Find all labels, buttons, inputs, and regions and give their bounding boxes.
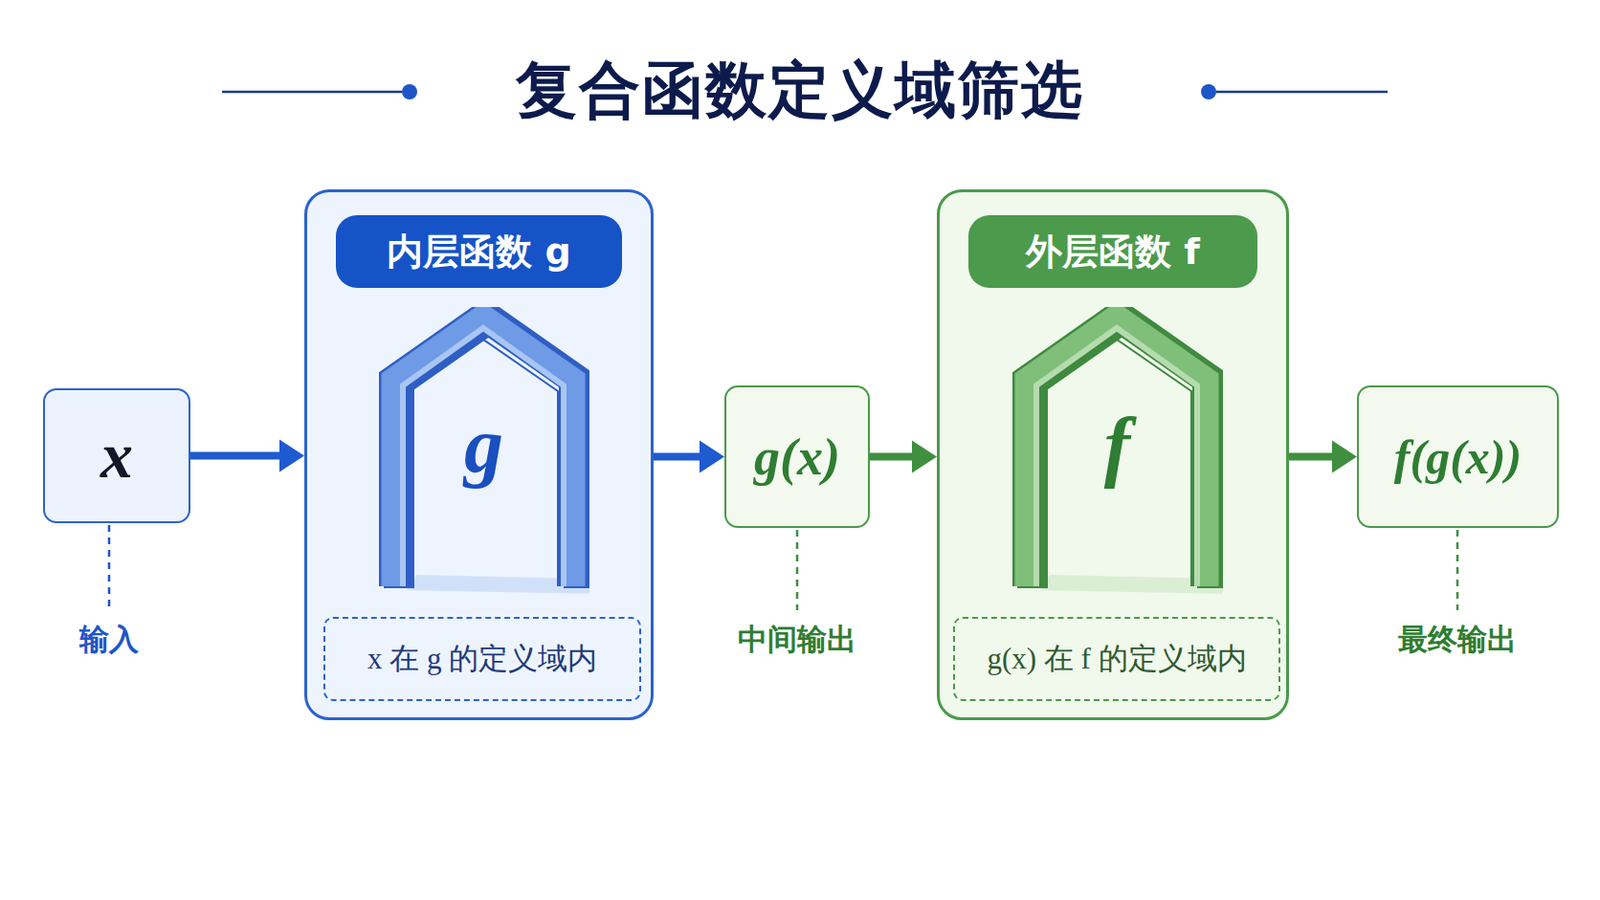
value-box: g(x) bbox=[724, 385, 870, 529]
panel-heading-pill: 内层函数 g bbox=[335, 215, 623, 289]
function-panel: 内层函数 g g x 在 g 的定义域内 bbox=[304, 189, 654, 721]
panel-heading-pill: 外层函数 f bbox=[968, 215, 1258, 289]
flow-arrow bbox=[1288, 441, 1357, 474]
arrow-head bbox=[699, 441, 725, 474]
title-dot bbox=[401, 84, 418, 100]
arrow-head bbox=[279, 440, 305, 473]
arrow-shaft bbox=[190, 452, 280, 461]
value-box: x bbox=[43, 388, 191, 524]
arrow-shaft bbox=[1288, 453, 1333, 462]
output-label: 最终输出 bbox=[1313, 620, 1600, 661]
math-expression: f(g(x)) bbox=[1394, 429, 1522, 486]
arrow-head bbox=[911, 441, 937, 474]
flow-arrow bbox=[869, 441, 937, 474]
flow-arrow bbox=[653, 441, 725, 474]
function-symbol: g bbox=[377, 398, 590, 494]
domain-condition-box: g(x) 在 f 的定义域内 bbox=[953, 617, 1281, 702]
function-symbol: f bbox=[1011, 398, 1223, 494]
output-label: 中间输出 bbox=[653, 620, 941, 661]
leader-line bbox=[108, 525, 112, 611]
title-dot bbox=[1200, 84, 1217, 100]
diagram-title: 复合函数定义域筛选 bbox=[0, 47, 1600, 133]
domain-condition-box: x 在 g 的定义域内 bbox=[323, 617, 642, 702]
flow-arrow bbox=[190, 440, 305, 473]
function-panel: 外层函数 f f g(x) 在 f 的定义域内 bbox=[936, 189, 1289, 721]
title-rule bbox=[1216, 90, 1388, 94]
arrow-head bbox=[1332, 441, 1357, 474]
function-gate: g bbox=[377, 307, 590, 595]
math-expression: x bbox=[100, 418, 134, 494]
domain-condition: x 在 g 的定义域内 bbox=[367, 639, 598, 680]
title-rule bbox=[222, 90, 402, 94]
value-box: f(g(x)) bbox=[1356, 385, 1559, 529]
leader-line bbox=[796, 530, 800, 611]
arrow-shaft bbox=[869, 453, 912, 462]
output-label: 输入 bbox=[0, 620, 253, 661]
domain-condition: g(x) 在 f 的定义域内 bbox=[986, 639, 1246, 680]
arrow-shaft bbox=[653, 453, 700, 462]
function-gate: f bbox=[1011, 307, 1223, 595]
leader-line bbox=[1456, 530, 1460, 611]
math-expression: g(x) bbox=[754, 427, 841, 488]
